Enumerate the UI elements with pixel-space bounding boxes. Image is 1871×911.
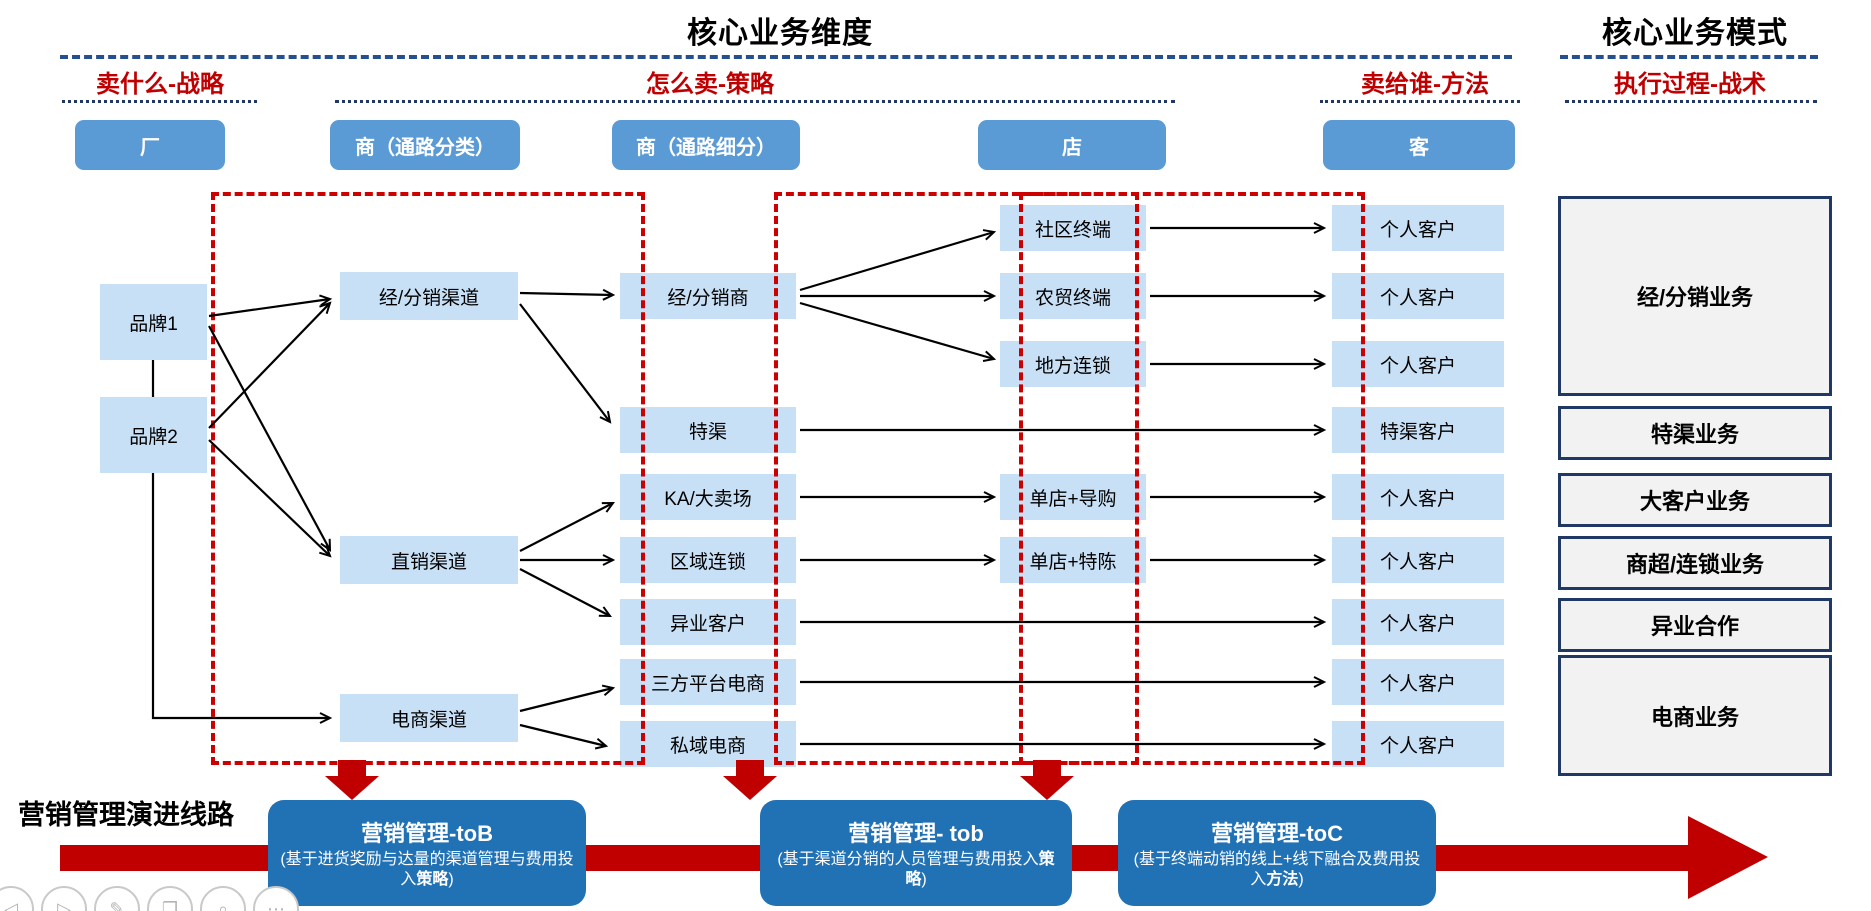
node-customer-2: 个人客户 bbox=[1332, 273, 1504, 319]
node-customer-7: 个人客户 bbox=[1332, 599, 1504, 645]
node-customer-3: 个人客户 bbox=[1332, 341, 1504, 387]
node-store-localchain: 地方连锁 bbox=[1000, 341, 1146, 387]
arrow-distributor-community bbox=[799, 229, 997, 292]
more-button[interactable]: ⋯ bbox=[253, 886, 299, 911]
node-brand-1: 品牌1 bbox=[100, 284, 207, 360]
red-down-arrow-1 bbox=[325, 760, 379, 800]
red-down-arrow-3 bbox=[1020, 760, 1074, 800]
arrow-brand1-distribution bbox=[208, 294, 333, 318]
stage-toc-desc: (基于终端动销的线上+线下融合及费用投入方法) bbox=[1133, 850, 1421, 888]
stage-toc-box: 营销管理-toC (基于终端动销的线上+线下融合及费用投入方法) bbox=[1118, 800, 1436, 906]
arrow-brand2-direct bbox=[208, 439, 332, 558]
presentation-toolbar: ◁ ▷ ✎ ❐ ⌕ ⋯ bbox=[0, 886, 299, 911]
title-divider-right bbox=[1560, 55, 1818, 59]
stage-tob-title: 营销管理-toB bbox=[361, 820, 493, 846]
previous-icon: ◁ bbox=[4, 898, 18, 911]
arrow-direct-ka bbox=[519, 501, 615, 552]
node-store-farmers: 农贸终端 bbox=[1000, 273, 1146, 319]
title-divider-left bbox=[60, 55, 1512, 59]
column-header-store: 店 bbox=[978, 120, 1166, 170]
node-channel-distribution: 经/分销渠道 bbox=[340, 272, 518, 320]
right-section-title: 核心业务模式 bbox=[1602, 17, 1788, 50]
column-header-customer: 客 bbox=[1323, 120, 1515, 170]
column-header-dealer-sub: 商（通路细分） bbox=[612, 120, 800, 170]
node-store-display: 单店+特陈 bbox=[1000, 537, 1146, 583]
page-title: 核心业务维度 bbox=[687, 17, 873, 50]
node-sub-crossindustry: 异业客户 bbox=[620, 599, 796, 645]
mode-supermarket: 商超/连锁业务 bbox=[1558, 536, 1832, 590]
underline-what bbox=[62, 100, 257, 103]
more-icon: ⋯ bbox=[267, 898, 285, 911]
node-customer-special: 特渠客户 bbox=[1332, 407, 1504, 453]
node-sub-regional: 区域连锁 bbox=[620, 537, 796, 583]
stage-tob2-box: 营销管理- tob (基于渠道分销的人员管理与费用投入策略) bbox=[760, 800, 1072, 906]
node-sub-private: 私域电商 bbox=[620, 721, 796, 767]
node-channel-direct: 直销渠道 bbox=[340, 536, 518, 584]
node-sub-distributor: 经/分销商 bbox=[620, 273, 796, 319]
column-header-factory: 厂 bbox=[75, 120, 225, 170]
label-exec-tactics: 执行过程-战术 bbox=[1614, 71, 1766, 98]
arrow-ecommerce-private bbox=[519, 723, 609, 750]
next-slide-button[interactable]: ▷ bbox=[41, 886, 87, 911]
stage-tob-desc: (基于进货奖励与达量的渠道管理与费用投入策略) bbox=[280, 850, 574, 888]
node-brand-2: 品牌2 bbox=[100, 397, 207, 473]
node-customer-1: 个人客户 bbox=[1332, 205, 1504, 251]
mode-distribution: 经/分销业务 bbox=[1558, 196, 1832, 396]
zoom-button[interactable]: ⌕ bbox=[200, 886, 246, 911]
arrow-brand2-distribution bbox=[208, 301, 332, 429]
node-customer-9: 个人客户 bbox=[1332, 721, 1504, 767]
zoom-icon: ⌕ bbox=[217, 898, 229, 911]
arrow-brand1-direct bbox=[208, 325, 332, 552]
underline-exec bbox=[1565, 100, 1817, 103]
arrow-distributor-localchain bbox=[799, 301, 997, 363]
stage-tob-box: 营销管理-toB (基于进货奖励与达量的渠道管理与费用投入策略) bbox=[268, 800, 586, 906]
stage-tob2-title: 营销管理- tob bbox=[848, 820, 984, 846]
node-channel-ecommerce: 电商渠道 bbox=[340, 694, 518, 742]
node-store-community: 社区终端 bbox=[1000, 205, 1146, 251]
arrow-ecommerce-3rd bbox=[519, 684, 616, 713]
underline-whom bbox=[1320, 100, 1520, 103]
label-what-strategy: 卖什么-战略 bbox=[96, 71, 224, 98]
slides-panel-button[interactable]: ❐ bbox=[147, 886, 193, 911]
underline-how bbox=[335, 100, 1175, 103]
mode-key-account: 大客户业务 bbox=[1558, 473, 1832, 527]
node-customer-6: 个人客户 bbox=[1332, 537, 1504, 583]
node-sub-3rd-platform: 三方平台电商 bbox=[620, 659, 796, 705]
label-how-tactic: 怎么卖-策略 bbox=[646, 71, 774, 98]
node-sub-special: 特渠 bbox=[620, 407, 796, 453]
pen-button[interactable]: ✎ bbox=[94, 886, 140, 911]
node-sub-ka: KA/大卖场 bbox=[620, 474, 796, 520]
slides-icon: ❐ bbox=[161, 898, 179, 911]
mode-ecommerce: 电商业务 bbox=[1558, 655, 1832, 776]
node-store-guide: 单店+导购 bbox=[1000, 474, 1146, 520]
arrow-direct-crossindustry bbox=[519, 568, 612, 618]
evolution-label: 营销管理演进线路 bbox=[18, 800, 234, 830]
label-whom-method: 卖给谁-方法 bbox=[1361, 71, 1489, 98]
mode-crossindustry: 异业合作 bbox=[1558, 598, 1832, 652]
arrow-distribution-distributor bbox=[519, 288, 616, 301]
node-customer-8: 个人客户 bbox=[1332, 659, 1504, 705]
arrow-brand2-ecommerce bbox=[151, 473, 333, 724]
column-header-dealer-class: 商（通路分类） bbox=[330, 120, 520, 170]
arrow-distribution-special bbox=[519, 303, 612, 424]
stage-tob2-desc: (基于渠道分销的人员管理与费用投入策略) bbox=[777, 850, 1055, 888]
pen-icon: ✎ bbox=[109, 898, 125, 911]
next-icon: ▷ bbox=[57, 898, 71, 911]
previous-slide-button[interactable]: ◁ bbox=[0, 886, 34, 911]
node-customer-5: 个人客户 bbox=[1332, 474, 1504, 520]
mode-special: 特渠业务 bbox=[1558, 406, 1832, 460]
stage-toc-title: 营销管理-toC bbox=[1211, 820, 1343, 846]
